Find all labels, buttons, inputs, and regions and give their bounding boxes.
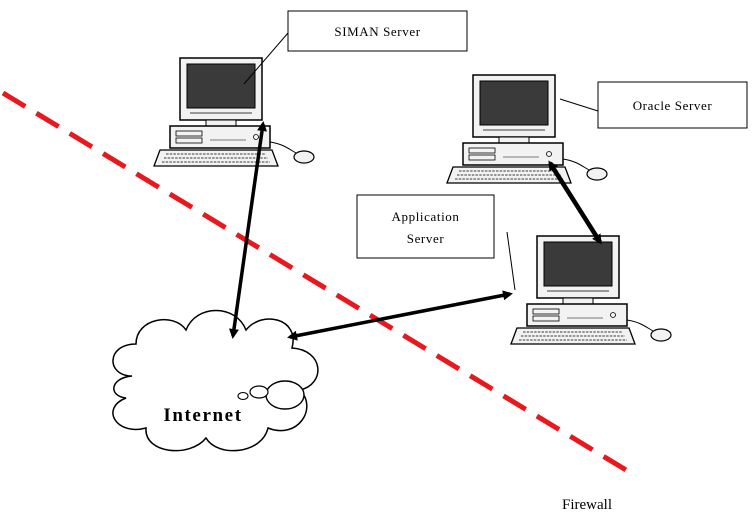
application-callout-line xyxy=(506,231,516,291)
internet-cloud-icon: Internet xyxy=(112,309,319,452)
arrow-internet-application xyxy=(287,290,513,341)
siman-server-computer-icon xyxy=(153,57,315,167)
siman-server-label-box: SIMAN Server xyxy=(287,10,468,52)
oracle-server-computer-icon xyxy=(446,74,608,184)
oracle-server-label: Oracle Server xyxy=(633,98,713,113)
application-server-computer-icon xyxy=(510,235,672,345)
firewall-line xyxy=(1,90,628,473)
internet-label: Internet xyxy=(163,405,242,426)
application-server-label-line1: Application xyxy=(392,209,460,224)
firewall-label: Firewall xyxy=(562,497,612,513)
arrow-oracle-application xyxy=(548,160,602,245)
siman-server-label: SIMAN Server xyxy=(334,24,420,39)
application-server-label-box: Application Server xyxy=(356,194,495,259)
oracle-server-label-box: Oracle Server xyxy=(597,81,748,129)
arrow-internet-siman xyxy=(229,121,267,339)
application-server-label-line2: Server xyxy=(407,231,445,246)
oracle-callout-line xyxy=(559,98,599,112)
siman-callout-line xyxy=(243,32,289,85)
